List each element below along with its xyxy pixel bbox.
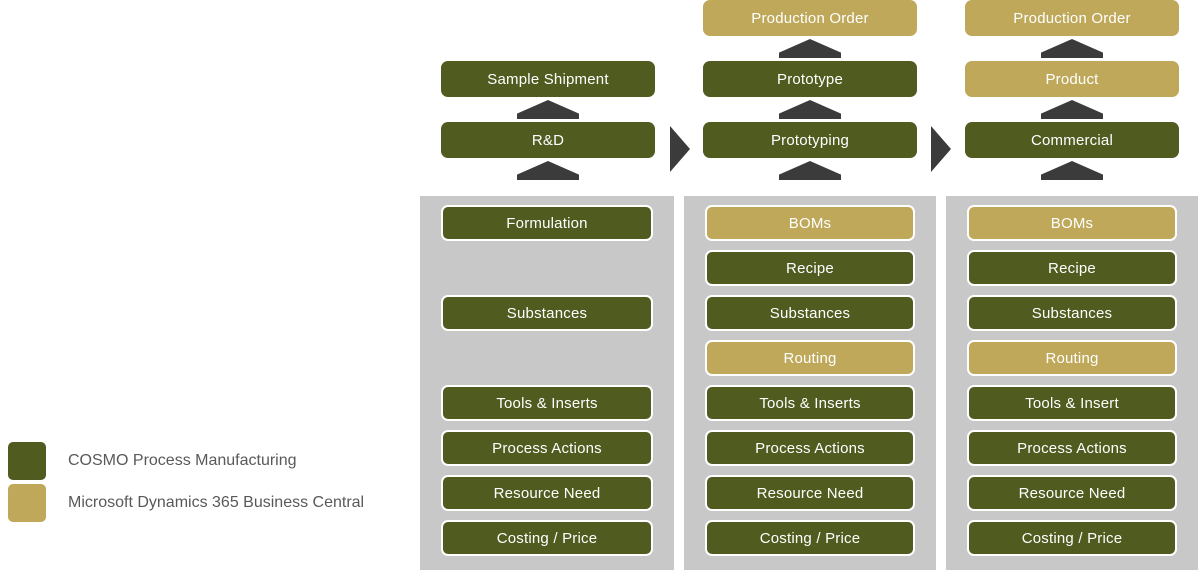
item-recipe[interactable]: Recipe bbox=[967, 250, 1177, 286]
item-costing-price[interactable]: Costing / Price bbox=[705, 520, 915, 556]
item-resource-need[interactable]: Resource Need bbox=[705, 475, 915, 511]
item-process-actions[interactable]: Process Actions bbox=[441, 430, 653, 466]
arrow-up-icon bbox=[517, 100, 579, 119]
header-gap-arrow bbox=[965, 97, 1179, 122]
item-routing[interactable]: Routing bbox=[705, 340, 915, 376]
header-pill-hidden bbox=[441, 0, 655, 36]
header-pill-prototyping: Prototyping bbox=[703, 122, 917, 158]
arrow-up-icon bbox=[1041, 161, 1103, 180]
item-substances[interactable]: Substances bbox=[967, 295, 1177, 331]
arrow-up-icon bbox=[1041, 100, 1103, 119]
arrow-up-icon bbox=[779, 39, 841, 58]
pill-label: Production Order bbox=[965, 0, 1179, 36]
header-stack: Production Order Prototype Prototyping bbox=[703, 0, 917, 183]
panel-commercial-items: BOMs Recipe Substances Routing Tools & I… bbox=[946, 196, 1198, 570]
panel-prototyping-items: BOMs Recipe Substances Routing Tools & I… bbox=[684, 196, 936, 570]
item-costing-price[interactable]: Costing / Price bbox=[441, 520, 653, 556]
item-boms[interactable]: BOMs bbox=[967, 205, 1177, 241]
item-tools-and-inserts[interactable]: Tools & Inserts bbox=[705, 385, 915, 421]
legend: COSMO Process Manufacturing Microsoft Dy… bbox=[8, 440, 364, 524]
item-recipe[interactable]: Recipe bbox=[705, 250, 915, 286]
header-pill-prototype: Prototype bbox=[703, 61, 917, 97]
legend-swatch-gold bbox=[8, 484, 46, 522]
header-stack: Sample Shipment R&D bbox=[441, 0, 655, 183]
legend-item-dynamics: Microsoft Dynamics 365 Business Central bbox=[8, 482, 364, 524]
pill-label: Sample Shipment bbox=[441, 61, 655, 97]
header-pill-production-order: Production Order bbox=[965, 0, 1179, 36]
legend-label: Microsoft Dynamics 365 Business Central bbox=[68, 494, 365, 511]
header-gap-arrow-bottom bbox=[703, 158, 917, 183]
arrow-up-icon bbox=[517, 161, 579, 180]
header-gap-arrow-bottom bbox=[441, 158, 655, 183]
item-resource-need[interactable]: Resource Need bbox=[967, 475, 1177, 511]
arrow-up-icon bbox=[779, 161, 841, 180]
pill-label: Product bbox=[965, 61, 1179, 97]
pill-label: Prototyping bbox=[703, 122, 917, 158]
chevron-right-icon bbox=[670, 126, 690, 172]
item-formulation[interactable]: Formulation bbox=[441, 205, 653, 241]
header-gap-blank bbox=[441, 36, 655, 61]
item-routing[interactable]: Routing bbox=[967, 340, 1177, 376]
pill-label: Production Order bbox=[703, 0, 917, 36]
chevron-right-icon bbox=[931, 126, 951, 172]
legend-label: COSMO Process Manufacturing bbox=[68, 452, 297, 469]
item-resource-need[interactable]: Resource Need bbox=[441, 475, 653, 511]
pill-label: R&D bbox=[441, 122, 655, 158]
arrow-up-icon bbox=[779, 100, 841, 119]
item-substances[interactable]: Substances bbox=[705, 295, 915, 331]
header-gap-arrow-bottom bbox=[965, 158, 1179, 183]
header-pill-commercial: Commercial bbox=[965, 122, 1179, 158]
header-gap-arrow bbox=[703, 36, 917, 61]
pill-label: Commercial bbox=[965, 122, 1179, 158]
item-process-actions[interactable]: Process Actions bbox=[705, 430, 915, 466]
header-pill-production-order: Production Order bbox=[703, 0, 917, 36]
item-placeholder bbox=[441, 250, 653, 286]
item-process-actions[interactable]: Process Actions bbox=[967, 430, 1177, 466]
header-pill-rnd: R&D bbox=[441, 122, 655, 158]
item-boms[interactable]: BOMs bbox=[705, 205, 915, 241]
item-tools-and-insert[interactable]: Tools & Insert bbox=[967, 385, 1177, 421]
header-pill-product: Product bbox=[965, 61, 1179, 97]
header-stack: Production Order Product Commercial bbox=[965, 0, 1179, 183]
header-gap-arrow bbox=[965, 36, 1179, 61]
header-gap-arrow bbox=[441, 97, 655, 122]
pill-label: Prototype bbox=[703, 61, 917, 97]
panel-rnd-items: Formulation Substances Tools & Inserts P… bbox=[420, 196, 674, 570]
item-tools-and-inserts[interactable]: Tools & Inserts bbox=[441, 385, 653, 421]
item-substances[interactable]: Substances bbox=[441, 295, 653, 331]
header-pill-slot bbox=[441, 0, 655, 36]
header-gap-arrow bbox=[703, 97, 917, 122]
arrow-up-icon bbox=[1041, 39, 1103, 58]
legend-swatch-green bbox=[8, 442, 46, 480]
legend-item-cosmo: COSMO Process Manufacturing bbox=[8, 440, 364, 482]
item-placeholder bbox=[441, 340, 653, 376]
header-pill-sample-shipment: Sample Shipment bbox=[441, 61, 655, 97]
item-costing-price[interactable]: Costing / Price bbox=[967, 520, 1177, 556]
